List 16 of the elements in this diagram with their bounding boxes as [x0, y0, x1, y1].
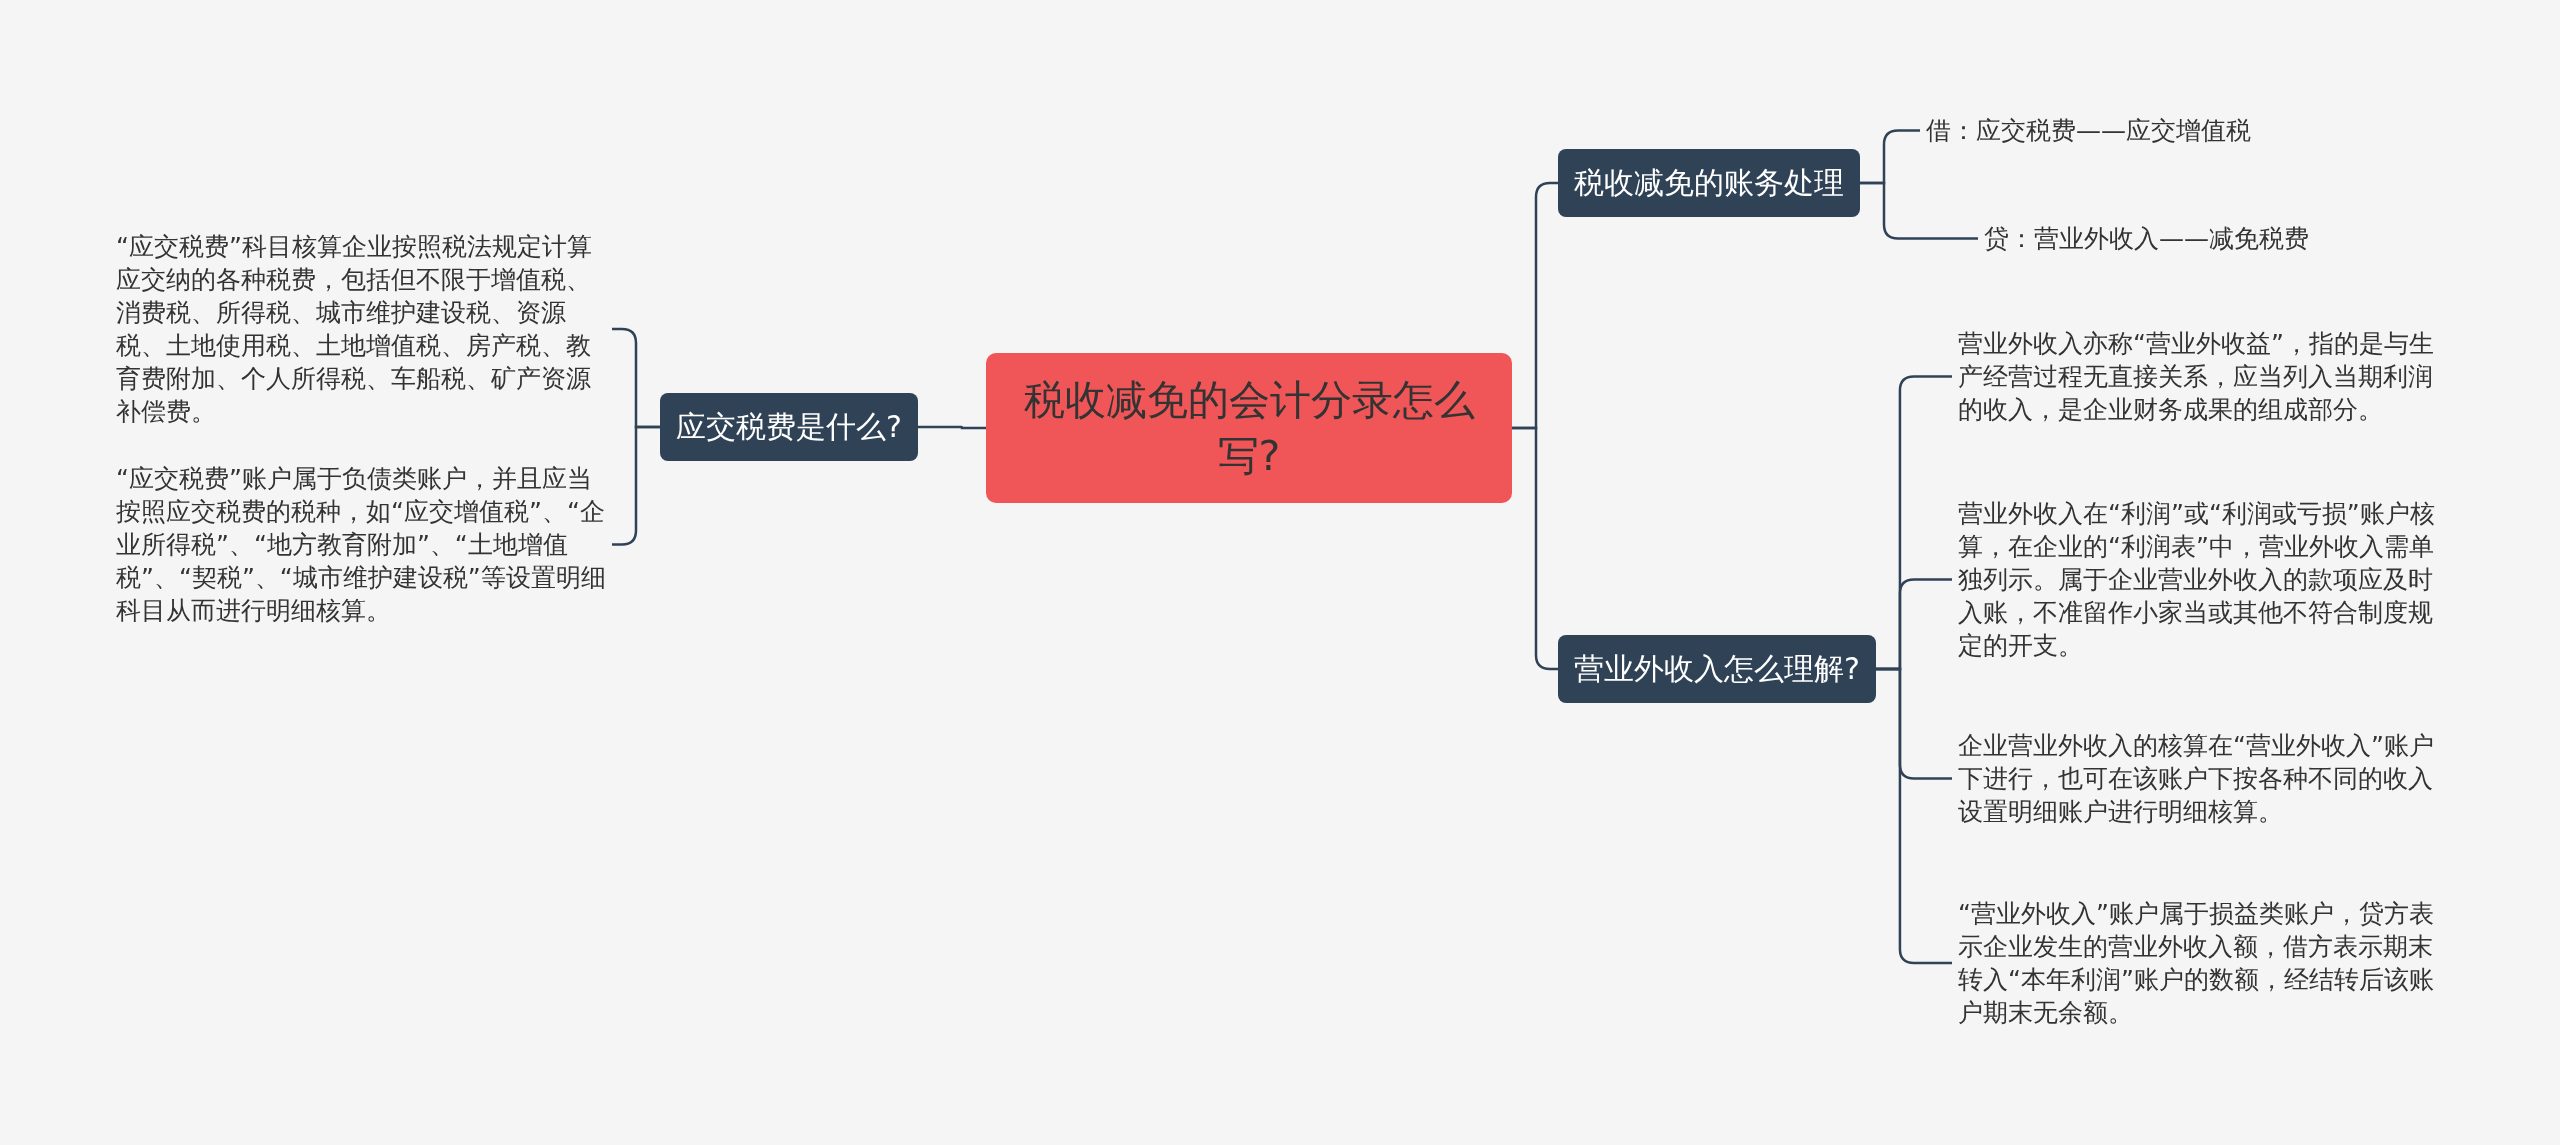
central-topic-box: 税收减免的会计分录怎么写? — [986, 353, 1512, 503]
note-text: 借：应交税费——应交增值税 — [1920, 114, 2257, 147]
note-text: 营业外收入在“利润”或“利润或亏损”账户核算，在企业的“利润表”中，营业外收入需单独列示。属于企业营业外收入的款项应及时入账，不准留作小家当或其他不符合制度规定的开支。 — [1952, 497, 2454, 662]
connector-line — [1860, 181, 1978, 240]
note-text: 贷：营业外收入——减免税费 — [1978, 222, 2315, 255]
connector-line — [1512, 426, 1558, 671]
note-text: 企业营业外收入的核算在“营业外收入”账户下进行，也可在该账户下按各种不同的收入设置明细账户进行明细核算。 — [1952, 729, 2454, 828]
connector-line — [917, 425, 986, 430]
note-text: “应交税费”账户属于负债类账户，并且应当按照应交税费的税种，如“应交增值税”、“企业所得税”、“地方教育附加”、“土地增值税”、“契税”、“城市维护建设税”等设置明细科目从而进行明细核算。 — [110, 462, 612, 627]
topic-box: 应交税费是什么? — [660, 393, 918, 461]
topic-box: 营业外收入怎么理解? — [1558, 635, 1876, 703]
topic-box: 税收减免的账务处理 — [1558, 149, 1860, 217]
note-text: “应交税费”科目核算企业按照税法规定计算应交纳的各种税费，包括但不限于增值税、消费税、所得税、城市维护建设税、资源税、土地使用税、土地增值税、房产税、教育费附加、个人所得税、车船税、矿产资源补偿费。 — [110, 230, 612, 428]
note-text: “营业外收入”账户属于损益类账户，贷方表示企业发生的营业外收入额，借方表示期末转入“本年利润”账户的数额，经结转后该账户期末无余额。 — [1952, 897, 2454, 1029]
note-text: 营业外收入亦称“营业外收益”，指的是与生产经营过程无直接关系，应当列入当期利润的收入，是企业财务成果的组成部分。 — [1952, 327, 2454, 426]
connector-line — [1875, 667, 1952, 965]
